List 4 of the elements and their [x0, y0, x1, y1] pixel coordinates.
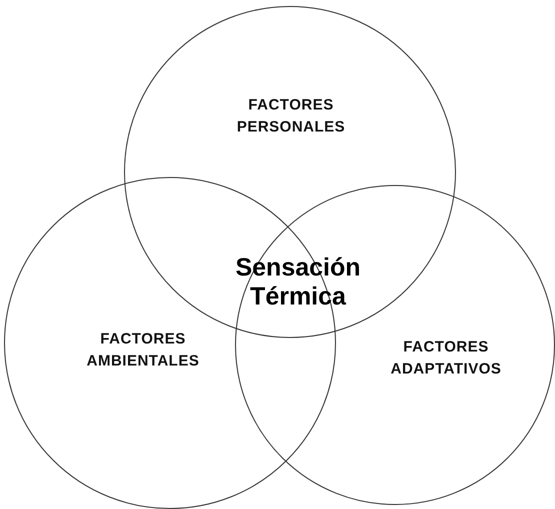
circle-label: FACTORES ADAPTATIVOS [390, 337, 502, 379]
venn-circle [235, 185, 555, 505]
circle-label: FACTORES PERSONALES [236, 95, 346, 137]
circle-label: FACTORES AMBIENTALES [86, 329, 200, 371]
